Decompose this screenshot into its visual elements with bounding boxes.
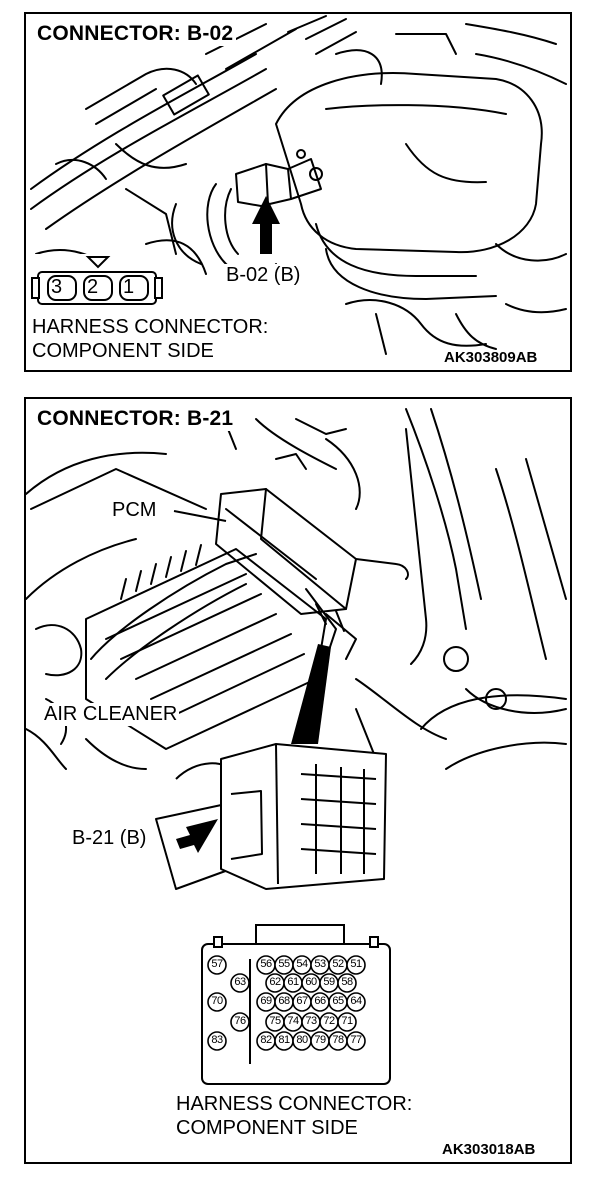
b02-connector-face <box>31 256 163 305</box>
pin-label: 66 <box>314 995 326 1007</box>
b21-connector-enlarged <box>155 743 387 890</box>
pin-label: 80 <box>296 1034 308 1046</box>
pin-label: 79 <box>314 1034 326 1046</box>
pin-label: 60 <box>305 976 317 988</box>
pin-label: 81 <box>278 1034 290 1046</box>
pin-label: 61 <box>287 976 299 988</box>
page-title: CONNECTOR: B-21 <box>34 407 237 431</box>
connector-b21-panel: CONNECTOR: B-21 PCM AIR CLEANER B-21 (B)… <box>24 397 572 1164</box>
pin-circle <box>207 992 227 1012</box>
callout-b21: B-21 (B) <box>72 827 147 849</box>
pin-label: 77 <box>350 1034 362 1046</box>
pin-label: 64 <box>350 995 362 1007</box>
pin-label: 54 <box>296 958 308 970</box>
pin-label: 57 <box>211 958 223 970</box>
callout-b02: B-02 (B) <box>224 264 303 287</box>
caption-line-1: HARNESS CONNECTOR: <box>176 1093 413 1115</box>
pin-label: 68 <box>278 995 290 1007</box>
pin-label: 70 <box>211 995 223 1007</box>
pin-circle <box>346 992 366 1012</box>
pin-label: 76 <box>234 1015 246 1027</box>
connector-b02-panel: CONNECTOR: B-02 3 2 1 B-02 (B) HARNESS C… <box>24 12 572 372</box>
pin-circle <box>230 973 250 993</box>
pin-label: 63 <box>234 976 246 988</box>
pin-label: 56 <box>260 958 272 970</box>
pin-label: 67 <box>296 995 308 1007</box>
pin-label: 71 <box>341 1015 353 1027</box>
pin-label: 73 <box>305 1015 317 1027</box>
pin-circle <box>346 955 366 975</box>
pin-circle <box>346 1031 366 1051</box>
engine-bay-illustration-b02 <box>30 15 567 355</box>
pin-circle <box>337 973 357 993</box>
pin-label: 72 <box>323 1015 335 1027</box>
figure-code: AK303809AB <box>444 349 538 366</box>
pin-label: 1 <box>123 276 135 298</box>
pin-label: 69 <box>260 995 272 1007</box>
pin-label: 55 <box>278 958 290 970</box>
label-pcm: PCM <box>110 499 159 522</box>
caption-line-1: HARNESS CONNECTOR: <box>32 316 269 338</box>
pin-label: 62 <box>269 976 281 988</box>
pin-label: 51 <box>350 958 362 970</box>
pin-label: 59 <box>323 976 335 988</box>
pin-label: 58 <box>341 976 353 988</box>
pin-circle <box>230 1012 250 1032</box>
page-title: CONNECTOR: B-02 <box>34 22 237 46</box>
pin-label: 74 <box>287 1015 299 1027</box>
figure-code: AK303018AB <box>442 1141 536 1158</box>
engine-bay-illustration-b21 <box>26 408 567 1085</box>
pin-label: 2 <box>87 276 99 298</box>
pin-label: 78 <box>332 1034 344 1046</box>
pin-label: 53 <box>314 958 326 970</box>
caption-line-2: COMPONENT SIDE <box>32 340 214 362</box>
pin-label: 83 <box>211 1034 223 1046</box>
pin-label: 3 <box>51 276 63 298</box>
pin-label: 52 <box>332 958 344 970</box>
pin-label: 65 <box>332 995 344 1007</box>
pin-label: 75 <box>269 1015 281 1027</box>
pin-circle <box>207 1031 227 1051</box>
pin-circle <box>207 955 227 975</box>
caption-line-2: COMPONENT SIDE <box>176 1117 358 1139</box>
pin-label: 82 <box>260 1034 272 1046</box>
pin-circle <box>337 1012 357 1032</box>
label-air-cleaner: AIR CLEANER <box>42 703 180 726</box>
